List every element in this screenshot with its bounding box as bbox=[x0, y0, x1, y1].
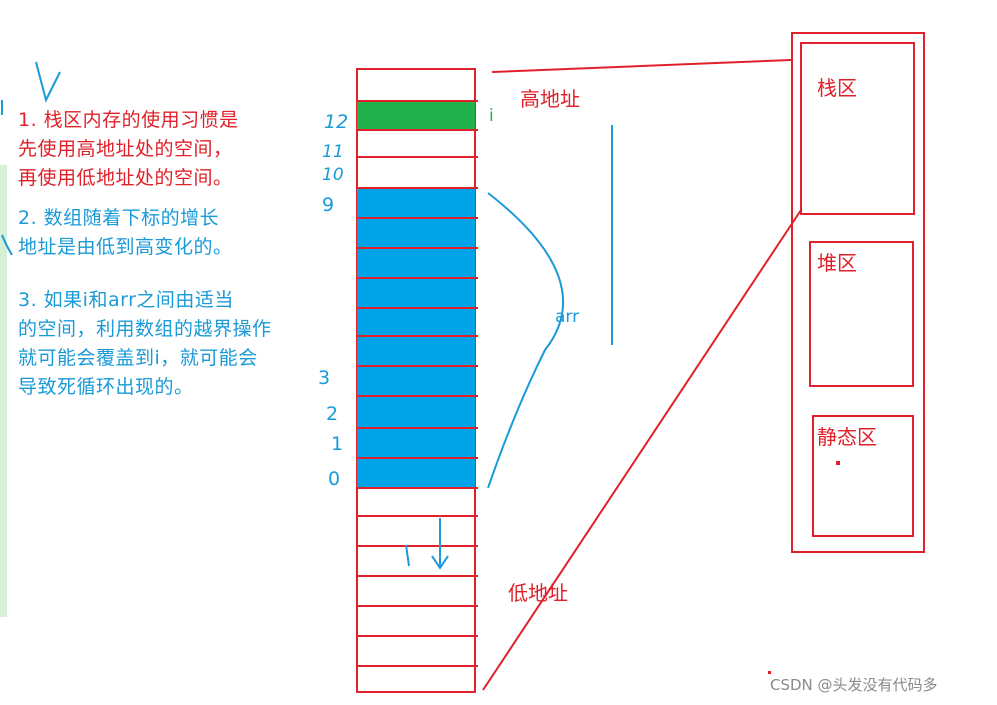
scribble-tick-2 bbox=[1, 234, 13, 256]
stack-column bbox=[356, 68, 478, 693]
stack-region-box bbox=[800, 42, 915, 215]
connector-bottom bbox=[482, 209, 802, 691]
note-stack-usage: 1. 栈区内存的使用习惯是 先使用高地址处的空间， 再使用低地址处的空间。 bbox=[18, 109, 239, 189]
scribble-check bbox=[35, 61, 61, 103]
memory-outer-box bbox=[791, 32, 925, 553]
down-arrow-icon bbox=[431, 518, 449, 570]
index-11: 11 bbox=[322, 142, 344, 162]
array-cells bbox=[357, 188, 475, 488]
arr-brace bbox=[487, 192, 565, 489]
index-1: 1 bbox=[331, 433, 343, 455]
scribble-mark bbox=[405, 544, 410, 567]
cell-i bbox=[357, 101, 475, 130]
index-10: 10 bbox=[322, 165, 344, 185]
label-stack-region: 栈区 bbox=[817, 76, 857, 100]
left-margin-strip bbox=[0, 165, 7, 617]
note-array-growth: 2. 数组随着下标的增长 地址是由低到高变化的。 bbox=[18, 207, 233, 258]
label-high-address: 高地址 bbox=[520, 87, 580, 111]
index-9: 9 bbox=[322, 194, 334, 216]
watermark: CSDN @头发没有代码多 bbox=[770, 676, 938, 694]
stray-dot bbox=[768, 671, 771, 674]
heap-region-box bbox=[809, 241, 914, 387]
index-3: 3 bbox=[318, 367, 330, 389]
connector-top bbox=[491, 59, 792, 73]
note-overflow: 3. 如果i和arr之间由适当 的空间，利用数组的越界操作 就可能会覆盖到i，就… bbox=[18, 289, 272, 398]
index-2: 2 bbox=[326, 403, 338, 425]
static-region-box bbox=[812, 415, 914, 537]
label-low-address: 低地址 bbox=[508, 581, 568, 605]
index-12: 12 bbox=[324, 111, 348, 133]
cell-dividers bbox=[357, 100, 478, 667]
label-i: i bbox=[489, 106, 494, 126]
label-heap-region: 堆区 bbox=[817, 251, 857, 275]
index-0: 0 bbox=[328, 468, 340, 490]
memory-regions bbox=[791, 32, 925, 553]
label-static-region: 静态区 bbox=[817, 425, 877, 449]
static-dot bbox=[836, 461, 840, 465]
